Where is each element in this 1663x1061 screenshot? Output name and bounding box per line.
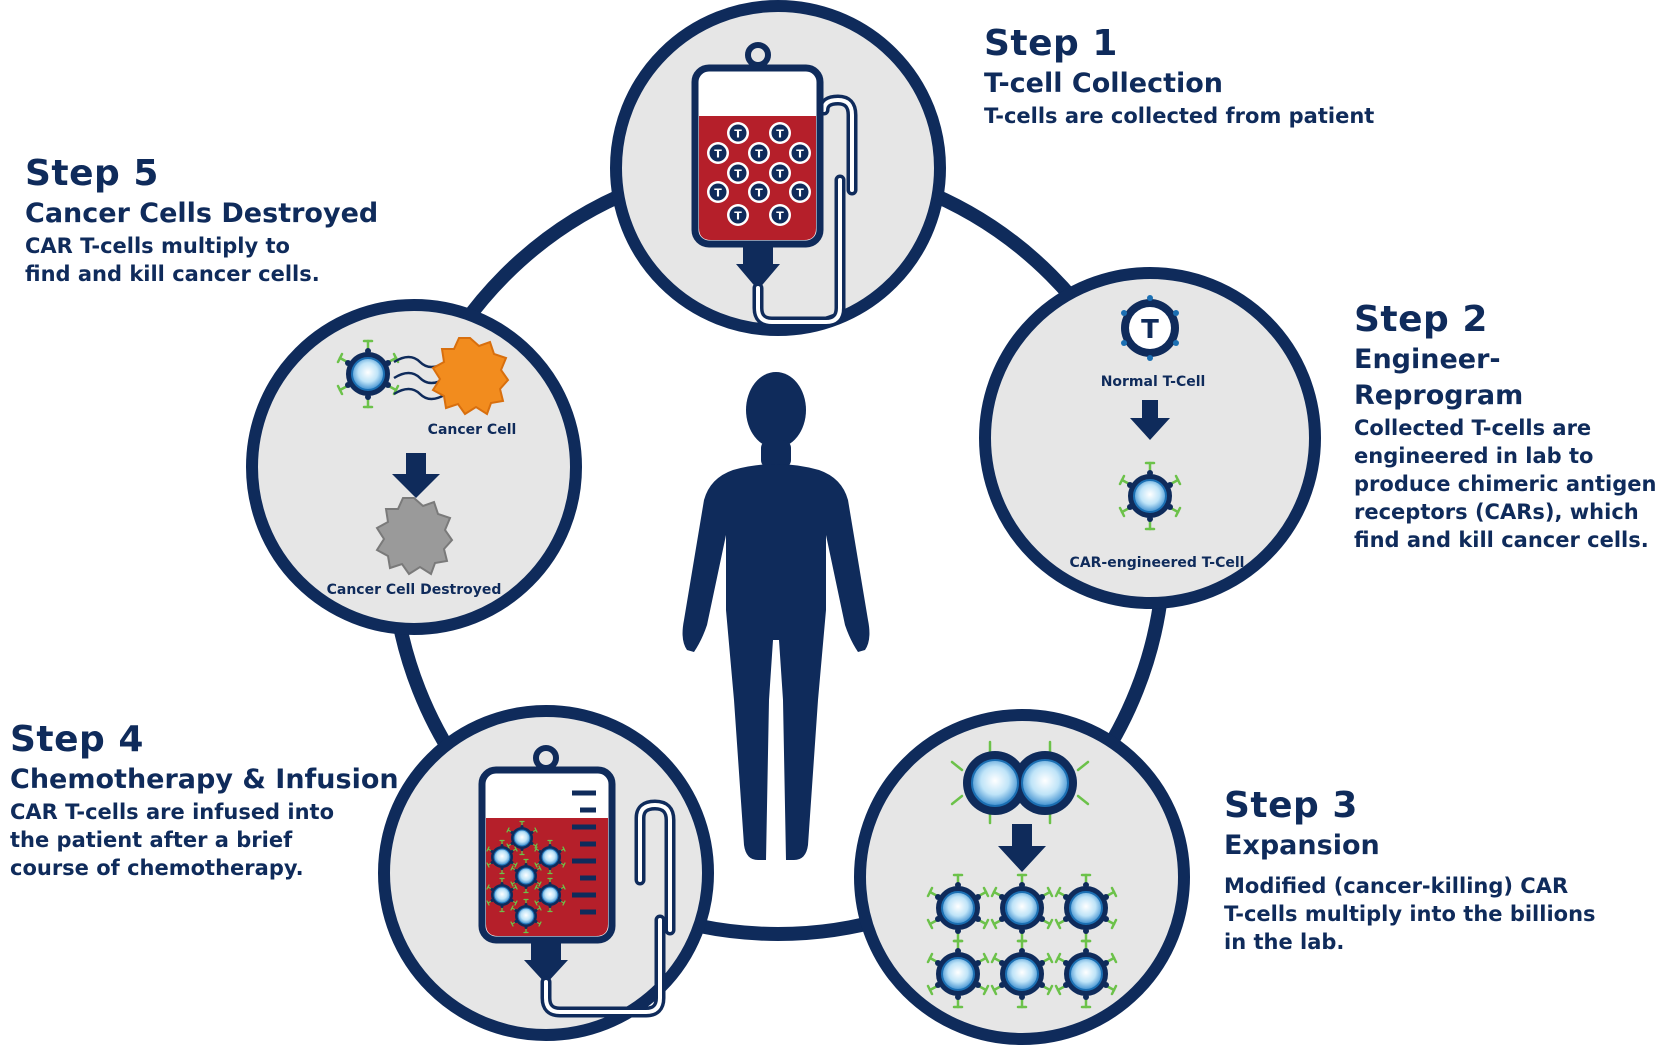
- step-description-line: produce chimeric antigen: [1354, 472, 1657, 496]
- step-description: T-cells are collected from patient: [984, 104, 1375, 128]
- step-number: Step 2: [1354, 299, 1488, 340]
- arrow-down-icon: [1130, 400, 1170, 440]
- step5-text: Step 5 Cancer Cells Destroyed CAR T-cell…: [25, 152, 378, 288]
- car-engineered-label: CAR-engineered T-Cell: [1070, 555, 1245, 571]
- multiplied-car-t-cells-icon: [926, 873, 1118, 1009]
- step5-circle: Cancer Cell Cancer Cell Destroyed: [246, 299, 582, 635]
- blood-bag-icon: [691, 42, 858, 328]
- cancer-cell-destroyed-label: Cancer Cell Destroyed: [327, 582, 502, 598]
- step-number: Step 3: [1224, 785, 1358, 826]
- step1-circle: [610, 0, 946, 336]
- infusion-bag-icon: [478, 745, 676, 1018]
- cancer-cell-label: Cancer Cell: [428, 422, 517, 438]
- step3-text: Step 3 Expansion Modified (cancer-killin…: [1224, 784, 1596, 956]
- step2-circle: T Normal T-Cell CAR-engineered T-Cell: [979, 267, 1321, 609]
- step1-text: Step 1 T-cell Collection T-cells are col…: [984, 22, 1374, 130]
- step-description-line: T-cells multiply into the billions: [1224, 902, 1596, 926]
- svg-text:T: T: [1141, 315, 1159, 345]
- step-description-line: Collected T-cells are: [1354, 416, 1592, 440]
- normal-t-cell-icon: T: [1121, 295, 1179, 361]
- step4-circle: [378, 705, 714, 1041]
- human-silhouette-icon: [682, 372, 870, 860]
- step-description-line: receptors (CARs), which: [1354, 500, 1639, 524]
- step-description-line: in the lab.: [1224, 930, 1345, 954]
- step3-circle: [854, 709, 1190, 1045]
- step-description-line: find and kill cancer cells.: [25, 262, 320, 286]
- step-number: Step 5: [25, 153, 159, 194]
- step-number: Step 1: [984, 23, 1118, 64]
- step-description-line: course of chemotherapy.: [10, 856, 304, 880]
- step-description-line: engineered in lab to: [1354, 444, 1594, 468]
- normal-t-cell-label: Normal T-Cell: [1101, 374, 1206, 390]
- step-description-line: CAR T-cells are infused into: [10, 800, 335, 824]
- step-description-line: CAR T-cells multiply to: [25, 234, 290, 258]
- step-description-line: find and kill cancer cells.: [1354, 528, 1649, 552]
- step-title: T-cell Collection: [984, 68, 1224, 99]
- step-description-line: Modified (cancer-killing) CAR: [1224, 874, 1569, 898]
- arrow-down-icon: [998, 824, 1046, 872]
- step-title: Expansion: [1224, 830, 1380, 861]
- step4-text: Step 4 Chemotherapy & Infusion CAR T-cel…: [10, 718, 399, 882]
- arrow-down-icon: [392, 453, 440, 498]
- dividing-cell-icon: [950, 740, 1090, 825]
- step-description-line: the patient after a brief: [10, 828, 293, 852]
- step-title: Chemotherapy & Infusion: [10, 764, 399, 795]
- step2-text: Step 2 Engineer-Reprogram Collected T-ce…: [1354, 298, 1663, 554]
- step-title: Cancer Cells Destroyed: [25, 198, 379, 229]
- step-number: Step 4: [10, 719, 144, 760]
- step-title: Engineer-Reprogram: [1354, 344, 1524, 411]
